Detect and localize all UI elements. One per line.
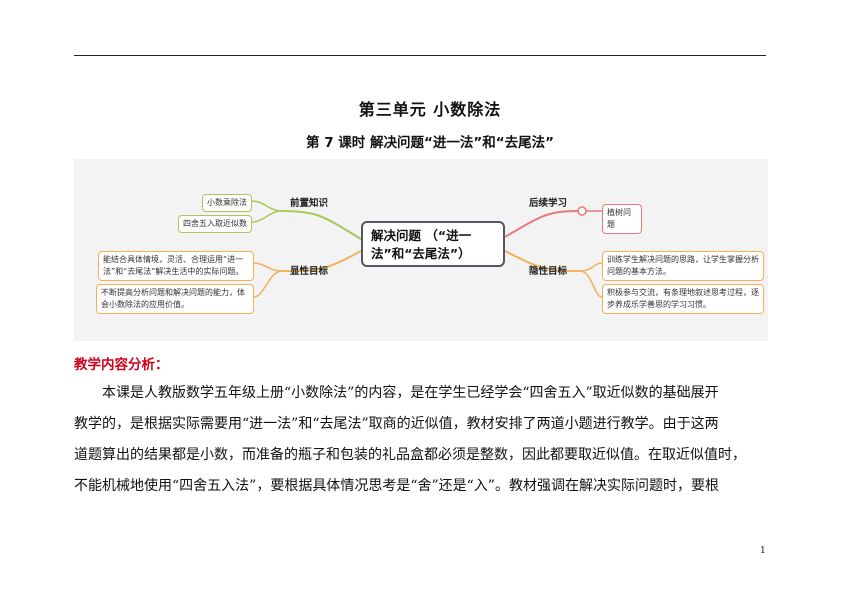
connector-explicit [281,250,362,272]
prior-item-1: 小数乘除法 [202,194,252,212]
mindmap-connectors [251,200,603,298]
page-number: 1 [760,546,766,556]
explicit-item-1: 能结合具体情境，灵活、合理运用“进一法”和“去尾法”解决生活中的实际问题。 [98,251,254,281]
unit-title: 第三单元 小数除法 [358,100,502,119]
explicit-item-2: 不断提高分析问题和解决问题的能力，体会小数除法的应用价值。 [96,284,254,314]
branch-implicit-label: 隐性目标 [529,266,568,277]
prior-item-2: 四舍五入取近似数 [178,215,252,233]
connector-prior-item1 [251,200,283,212]
mindmap-center-node: 解决问题 （“进一法”和“去尾法”） [361,221,505,267]
implicit-item-2: 积极参与交流，有条理地叙述思考过程，逐步养成乐学善思的学习习惯。 [602,284,764,314]
connector-implicit-item2 [579,270,603,298]
connector-prior-item2 [251,210,283,223]
implicit-item-1: 训练学生解决问题的思路，让学生掌握分析问题的基本方法。 [602,251,764,281]
mindmap-figure: 解决问题 （“进一法”和“去尾法”） 前置知识 小数乘除法 四舍五入取近似数 显… [74,159,768,341]
connector-explicit-item1 [253,262,283,272]
header-rule [74,55,766,56]
lesson-title: 第 7 课时 解决问题“进一法”和“去尾法” [306,135,554,151]
connector-implicit-item1 [579,262,603,272]
paragraph-line-2: 教学的，是根据实际需要用“进一法”和“去尾法”取商的近似值，教材安排了两道小题进… [74,416,719,432]
followup-item-1: 植树问题 [602,204,642,234]
connector-explicit-item2 [253,270,283,298]
paragraph-line-4: 不能机械地使用“四舍五入法”，要根据具体情况思考是“舍”还是“入”。教材强调在解… [74,478,719,494]
followup-node-dot [577,206,587,216]
connector-prior [281,210,362,240]
paragraph-line-1: 本课是人教版数学五年级上册“小数除法”的内容，是在学生已经学会“四舍五入”取近似… [102,385,719,401]
branch-explicit-label: 显性目标 [290,266,329,277]
branch-followup-label: 后续学习 [529,198,568,209]
connector-followup [504,210,581,238]
paragraph-line-3: 道题算出的结果都是小数，而准备的瓶子和包装的礼品盒都必须是整数，因此都要取近似值… [74,447,746,463]
connector-implicit [504,250,581,272]
section-heading: 教学内容分析： [74,357,169,373]
branch-prior-label: 前置知识 [290,198,329,209]
